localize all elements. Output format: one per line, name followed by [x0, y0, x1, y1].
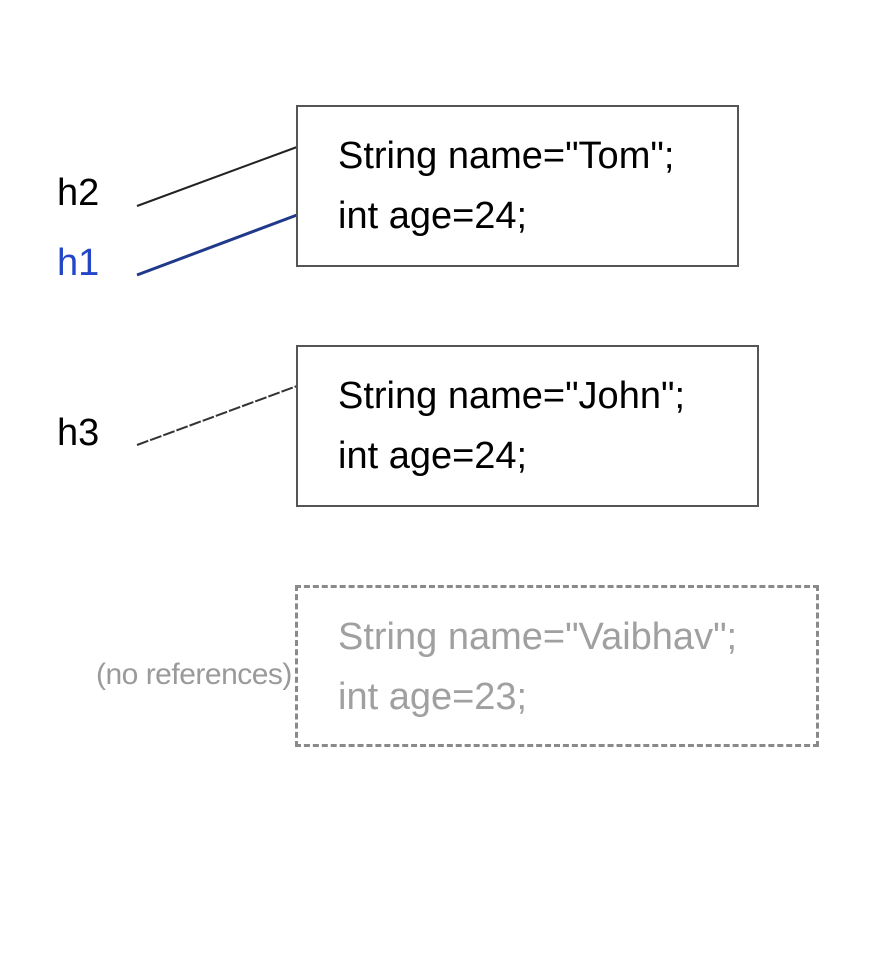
no-references-note: (no references) — [96, 658, 292, 691]
h2-connector — [136, 146, 298, 207]
object-box-tom: String name="Tom"; int age=24; — [296, 105, 739, 267]
h3-connector — [136, 385, 298, 446]
field-age: int age=23; — [338, 676, 528, 718]
field-age: int age=24; — [338, 195, 528, 237]
field-name: String name="Vaibhav"; — [338, 616, 738, 658]
ref-label-h2: h2 — [57, 172, 100, 214]
field-age: int age=24; — [338, 435, 528, 477]
h1-connector — [136, 213, 298, 277]
field-name: String name="John"; — [338, 375, 686, 417]
object-box-john: String name="John"; int age=24; — [296, 345, 759, 507]
ref-label-h1: h1 — [57, 242, 100, 284]
ref-label-h3: h3 — [57, 412, 100, 454]
object-box-vaibhav: String name="Vaibhav"; int age=23; — [295, 585, 819, 747]
field-name: String name="Tom"; — [338, 135, 675, 177]
